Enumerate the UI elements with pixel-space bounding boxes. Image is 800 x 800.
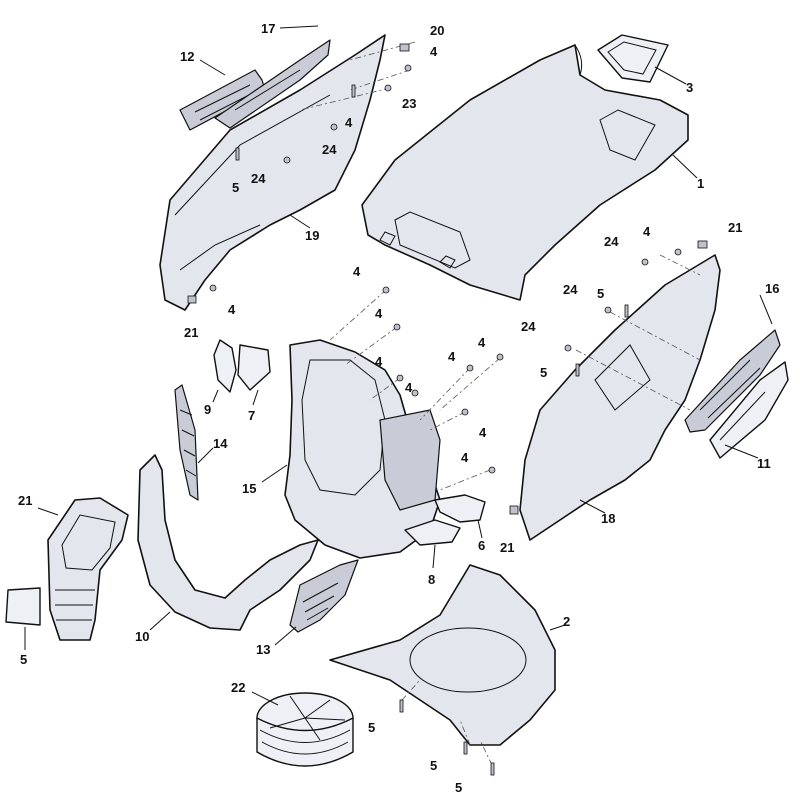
callout-5: 5 [597,286,604,301]
part-22-front-grille [47,497,129,641]
callout-21: 20 [430,23,444,38]
callout-4: 4 [479,425,487,440]
part-3-vent-frame [597,34,669,83]
callout-4: 4 [405,380,413,395]
callout-11: 10 [135,629,149,644]
part-7-trim-piece [434,494,486,523]
assembly-lines [299,41,701,766]
part-6-badge [5,587,41,626]
callout-24: 23 [402,96,416,111]
callout-17: 16 [765,281,779,296]
callout-18: 17 [261,21,275,36]
callout-8: 7 [248,408,255,423]
callout-4: 4 [375,354,383,369]
callout-20: 19 [305,228,319,243]
part-19-right-side-panel [519,254,721,541]
callout-24: 24 [521,319,536,334]
part-2-lower-shroud [329,564,556,746]
callout-9: 8 [428,572,435,587]
part-14-lower-grille [289,559,359,633]
part-16-front-fascia [284,339,441,559]
part-8-headlight-housing [237,344,271,391]
leader-lines [24,25,773,706]
part-15-grille-strip [174,384,199,501]
callout-5: 5 [430,758,437,773]
callout-2: 2 [563,614,570,629]
callout-1: 1 [697,176,704,191]
callout-21: 21 [728,220,742,235]
callout-5: 5 [455,780,462,795]
part-20-left-side-panel [159,34,386,311]
callout-4: 4 [228,302,236,317]
part-1-hood [361,44,689,301]
callout-labels: 1 2 3 4 4 4 4 4 4 4 4 4 4 4 4 5 5 5 5 5 … [18,21,779,795]
callout-22: 21 [18,493,32,508]
callout-4: 4 [353,264,361,279]
callout-23: 22 [231,680,245,695]
callout-4: 4 [448,349,456,364]
callout-4: 4 [643,224,651,239]
callout-12: 11 [757,456,771,471]
callout-5: 5 [368,720,375,735]
callout-21: 21 [500,540,514,555]
callout-24: 24 [604,234,619,249]
part-23-fan-screen [256,692,354,767]
callout-24: 24 [322,142,337,157]
callout-6: 5 [20,652,27,667]
callout-7: 6 [478,538,485,553]
hardware-fasteners [187,43,708,776]
callout-3: 3 [686,80,693,95]
callout-10: 9 [204,402,211,417]
callout-13: 12 [180,49,194,64]
callout-24: 24 [251,171,266,186]
callout-4: 4 [430,44,438,59]
callout-4: 4 [478,335,486,350]
callout-21: 21 [184,325,198,340]
callout-4: 4 [461,450,469,465]
callout-16: 15 [242,481,256,496]
callout-15: 14 [213,436,228,451]
callout-5: 4 [345,115,353,130]
callout-4: 4 [375,306,383,321]
part-11-front-bumper [137,454,319,631]
callout-19: 18 [601,511,615,526]
callout-5: 5 [232,180,239,195]
part-10-headlight-lens [213,339,237,393]
part-9-trim-piece [404,519,461,546]
callout-24: 24 [563,282,578,297]
callout-14: 13 [256,642,270,657]
callout-5: 5 [540,365,547,380]
part-12-right-vent-cover [709,361,789,459]
part-17-right-vent [684,329,781,433]
part-18-left-vent-bracket [214,39,331,129]
